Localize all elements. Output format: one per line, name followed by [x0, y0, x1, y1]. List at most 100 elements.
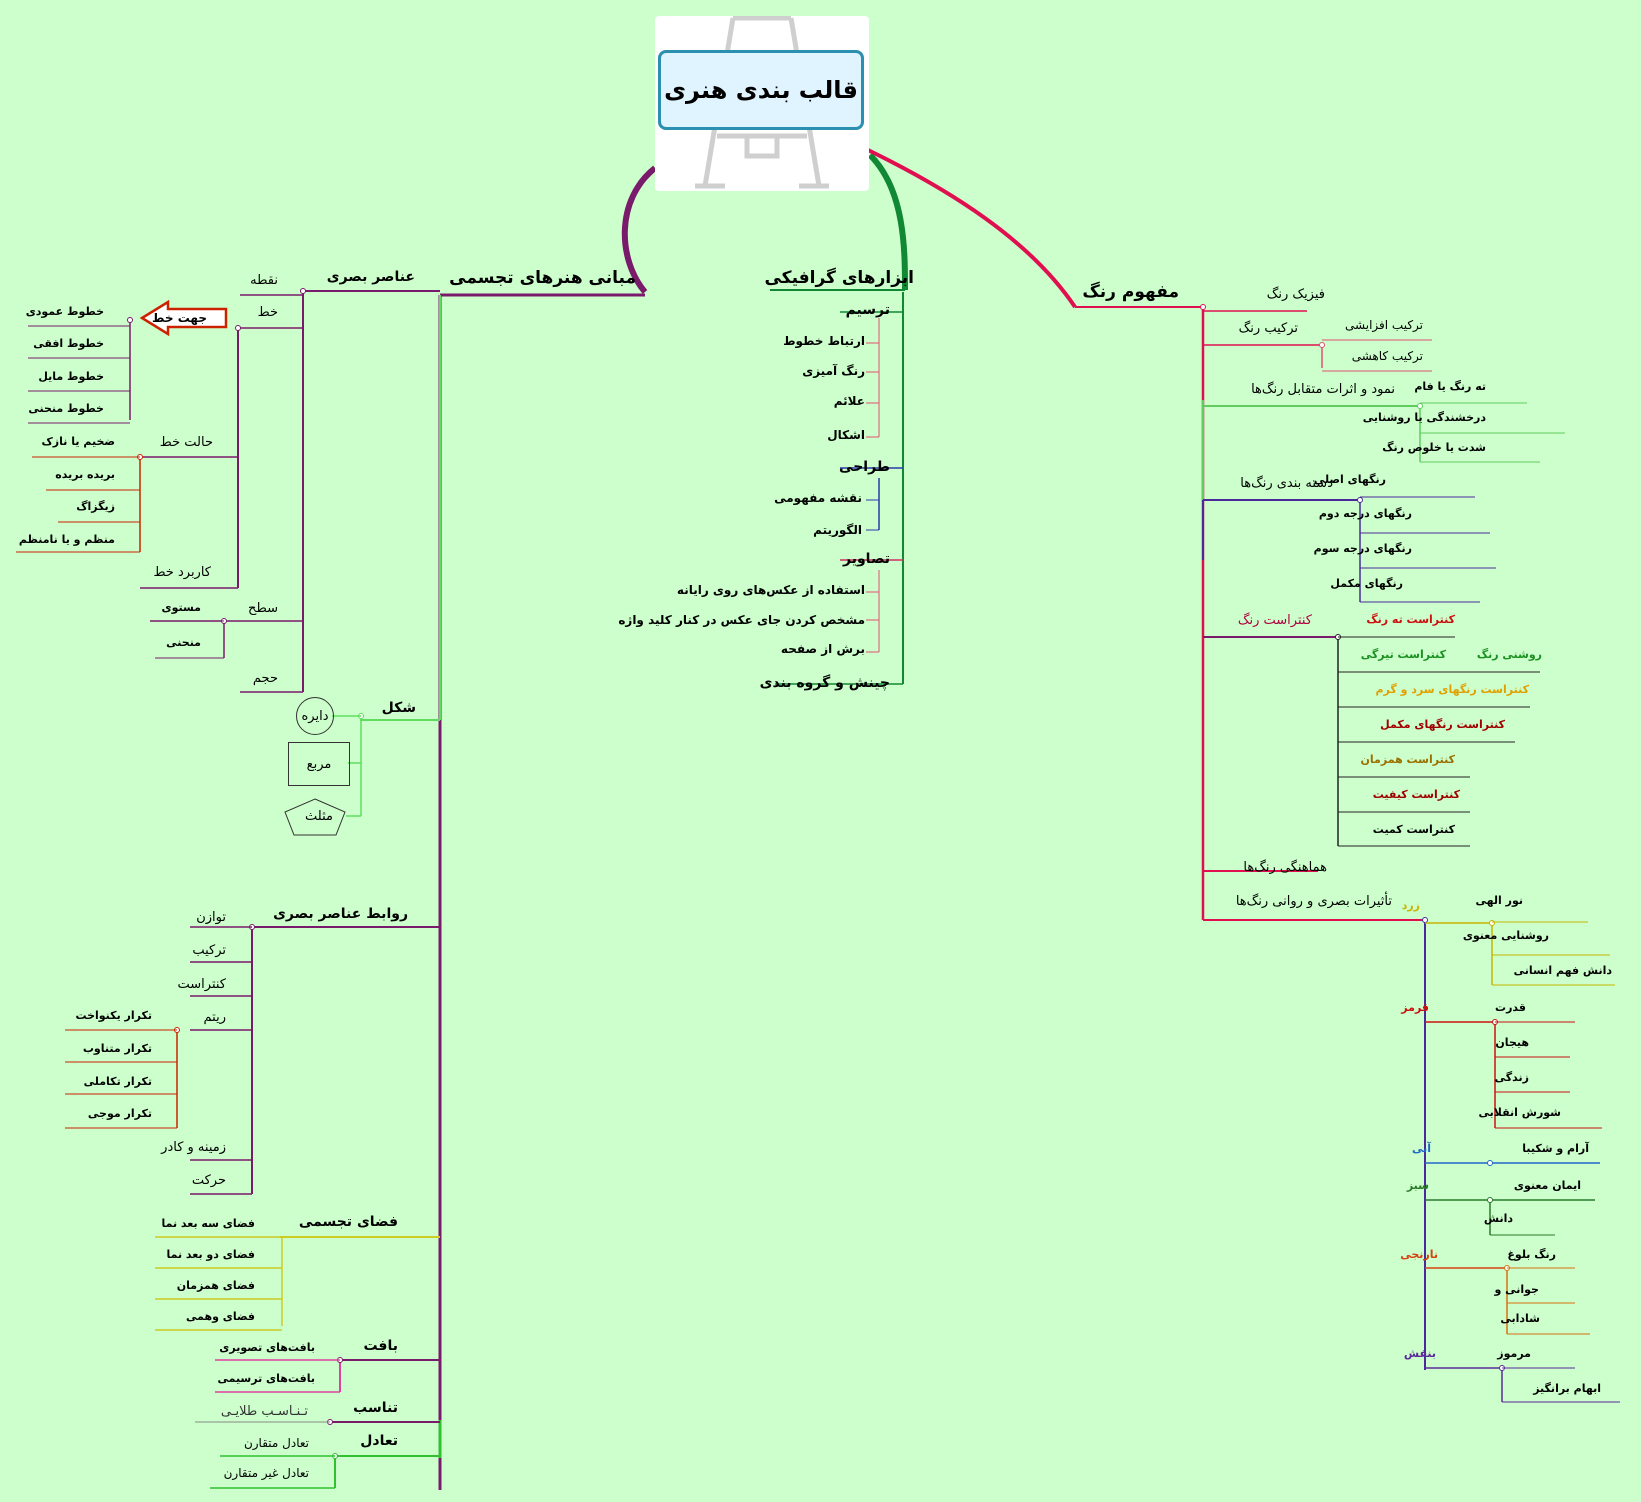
classification-4[interactable]: رنگهای مکمل — [1330, 577, 1403, 590]
contrast-3[interactable]: کنتراست رنگهای سرد و گرم — [1375, 683, 1529, 696]
rhythm-4[interactable]: تکرار موجی — [87, 1107, 152, 1120]
yellow-2[interactable]: روشنایی معنوی — [1462, 929, 1549, 942]
images-title[interactable]: تصاویر — [843, 551, 890, 567]
red-1[interactable]: قدرت — [1495, 1001, 1526, 1014]
drawing-2[interactable]: رنگ آمیزی — [802, 364, 865, 378]
drawing-3[interactable]: علائم — [833, 394, 865, 408]
mixing-title[interactable]: ترکیب رنگ — [1238, 321, 1298, 336]
violet-2[interactable]: ابهام برانگیز — [1533, 1382, 1601, 1395]
contrast-2b[interactable]: روشنی رنگ — [1476, 648, 1542, 661]
classification-1[interactable]: رنگهای اصلی — [1313, 473, 1386, 486]
square-shape[interactable]: مربع — [288, 742, 350, 786]
rhythm-2[interactable]: تکرار متناوب — [82, 1042, 152, 1055]
images-3[interactable]: برش از صفحه — [780, 642, 865, 656]
appearance-1[interactable]: ته رنگ یا فام — [1414, 380, 1486, 393]
mixing-1[interactable]: ترکیب افزایشی — [1345, 318, 1423, 332]
relation-4[interactable]: ریتم — [203, 1010, 226, 1025]
rhythm-1[interactable]: تکرار یکنواخت — [75, 1009, 152, 1022]
drawing-1[interactable]: ارتباط خطوط — [783, 334, 865, 348]
line-state-3[interactable]: زیگزاگ — [76, 500, 115, 513]
contrast-4[interactable]: کنتراست رنگهای مکمل — [1380, 718, 1505, 731]
rhythm-3[interactable]: تکرار تکاملی — [83, 1075, 152, 1088]
drawing-title[interactable]: ترسیم — [845, 302, 890, 318]
yellow-1[interactable]: نور الهی — [1475, 894, 1523, 907]
relation-6[interactable]: حرکت — [191, 1173, 226, 1188]
balance-title[interactable]: تعادل — [360, 1433, 398, 1449]
relation-3[interactable]: کنتراست — [177, 977, 226, 992]
line-direction-4[interactable]: خطوط منحنی — [28, 402, 104, 415]
classification-2[interactable]: رنگهای درجه دوم — [1318, 507, 1412, 520]
classification-title[interactable]: دسته بندی رنگ‌ها — [1240, 476, 1333, 491]
red-3[interactable]: زندگی — [1494, 1071, 1529, 1084]
design-1[interactable]: نقشه مفهومی — [774, 491, 862, 505]
green-1[interactable]: ایمان معنوی — [1513, 1179, 1581, 1192]
design-2[interactable]: الگوریتم — [813, 523, 862, 537]
texture-2[interactable]: بافت‌های ترسیمی — [217, 1372, 315, 1385]
violet-1[interactable]: مرموز — [1497, 1347, 1531, 1360]
line-usage-label[interactable]: کاربرد خط — [153, 565, 211, 580]
harmony-label[interactable]: هماهنگی رنگ‌ها — [1243, 860, 1327, 875]
images-1[interactable]: استفاده از عکس‌های روی رایانه — [676, 583, 865, 597]
color-title[interactable]: مفهوم رنگ — [1082, 282, 1179, 302]
shape-title[interactable]: شکل — [381, 700, 416, 716]
contrast-2[interactable]: کنتراست تیرگی — [1360, 648, 1446, 661]
mixing-2[interactable]: ترکیب کاهشی — [1351, 349, 1423, 363]
orange-2[interactable]: جوانی و — [1494, 1283, 1539, 1296]
basics-title[interactable]: مبانی هنرهای تجسمی — [449, 268, 636, 288]
arrange-title[interactable]: چینش و گروه بندی — [759, 675, 890, 691]
blue-name[interactable]: آبی — [1411, 1142, 1431, 1155]
line-state-4[interactable]: منظم و یا نامنظم — [18, 533, 115, 546]
space-2[interactable]: فضای دو بعد نما — [166, 1248, 255, 1261]
green-2[interactable]: دانش — [1483, 1212, 1513, 1225]
line-state-2[interactable]: بریده بریده — [55, 468, 115, 481]
red-2[interactable]: هیجان — [1495, 1036, 1529, 1049]
space-3[interactable]: فضای همزمان — [176, 1279, 255, 1292]
orange-name[interactable]: نارنجی — [1400, 1248, 1438, 1261]
appearance-2[interactable]: درخشندگی یا روشنایی — [1362, 411, 1486, 424]
volume-label[interactable]: حجم — [252, 671, 278, 686]
proportion-title[interactable]: تناسب — [353, 1400, 398, 1416]
contrast-6[interactable]: کنتراست کیفیت — [1372, 788, 1460, 801]
effects-title[interactable]: تأثیرات بصری و روانی رنگ‌ها — [1235, 894, 1392, 909]
red-name[interactable]: قرمز — [1401, 1001, 1429, 1014]
tools-title[interactable]: ابزارهای گرافیکی — [764, 268, 914, 288]
contrast-7[interactable]: کنتراست کمیت — [1372, 823, 1455, 836]
appearance-3[interactable]: شدت یا خلوص رنگ — [1382, 441, 1486, 454]
relations-title[interactable]: روابط عناصر بصری — [273, 906, 408, 922]
balance-1[interactable]: تعادل متقارن — [243, 1436, 309, 1450]
space-title[interactable]: فضای تجسمی — [298, 1214, 398, 1230]
relation-1[interactable]: توازن — [196, 910, 226, 925]
central-topic[interactable]: قالب بندی هنری — [655, 16, 869, 191]
triangle-label[interactable]: مثلث — [305, 809, 333, 824]
line-direction-label[interactable]: جهت خط — [152, 311, 207, 325]
yellow-name[interactable]: زرد — [1401, 899, 1420, 912]
line-direction-3[interactable]: خطوط مایل — [38, 370, 104, 383]
blue-1[interactable]: آرام و شکیبا — [1522, 1142, 1589, 1155]
surface-2[interactable]: منحنی — [166, 636, 201, 649]
red-4[interactable]: شورش انقلابی — [1478, 1106, 1561, 1119]
surface-label[interactable]: سطح — [248, 601, 278, 616]
drawing-4[interactable]: اشکال — [827, 428, 865, 442]
line-direction-1[interactable]: خطوط عمودی — [25, 305, 104, 318]
contrast-title[interactable]: کنتراست رنگ — [1237, 613, 1312, 628]
surface-1[interactable]: مستوی — [161, 601, 201, 614]
balance-2[interactable]: تعادل غیر متقارن — [223, 1466, 309, 1480]
contrast-1[interactable]: کنتراست ته رنگ — [1366, 613, 1455, 626]
images-2[interactable]: مشخص کردن جای عکس در کنار کلید واژه — [618, 613, 865, 627]
appearance-title[interactable]: نمود و اثرات متقابل رنگ‌ها — [1251, 382, 1395, 397]
relation-5[interactable]: زمینه و کادر — [161, 1140, 226, 1155]
line-direction-2[interactable]: خطوط افقی — [33, 337, 104, 350]
orange-3[interactable]: شادابی — [1500, 1312, 1540, 1325]
space-4[interactable]: فضای وهمی — [185, 1310, 255, 1323]
violet-name[interactable]: بنفش — [1403, 1347, 1436, 1360]
green-name[interactable]: سبز — [1406, 1179, 1429, 1192]
proportion-1[interactable]: تـنـاسـب طلایـی — [220, 1404, 308, 1419]
space-1[interactable]: فضای سه بعد نما — [161, 1217, 255, 1230]
texture-title[interactable]: بافت — [363, 1338, 398, 1354]
color-physics[interactable]: فیزیک رنگ — [1266, 287, 1325, 302]
circle-shape[interactable]: دایره — [296, 697, 334, 735]
contrast-5[interactable]: کنتراست همزمان — [1360, 753, 1455, 766]
line-state-label[interactable]: حالت خط — [159, 435, 213, 450]
texture-1[interactable]: بافت‌های تصویری — [219, 1341, 315, 1354]
classification-3[interactable]: رنگهای درجه سوم — [1313, 542, 1412, 555]
